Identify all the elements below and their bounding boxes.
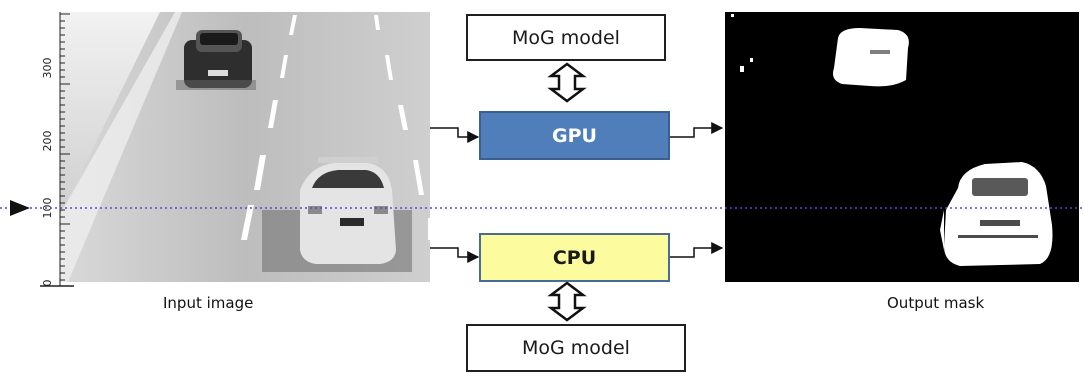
tick-label-100: 100 xyxy=(41,198,54,219)
car-top xyxy=(176,30,256,90)
cpu-block: CPU xyxy=(479,233,670,282)
arrow-input-to-gpu xyxy=(430,127,480,143)
double-arrow-bottom-icon xyxy=(547,281,587,322)
input-image-caption: Input image xyxy=(163,294,254,312)
tick-label-0: 0 xyxy=(41,280,54,287)
mog-model-bottom-box: MoG model xyxy=(466,324,686,372)
gpu-block: GPU xyxy=(479,111,670,160)
arrow-input-to-cpu xyxy=(430,247,480,263)
input-image xyxy=(40,12,430,287)
output-mask-caption: Output mask xyxy=(887,294,985,312)
car-bottom xyxy=(262,157,412,272)
scanline-marker-icon xyxy=(10,200,30,216)
output-mask xyxy=(725,12,1079,282)
arrow-cpu-to-output xyxy=(670,242,724,258)
image-y-axis xyxy=(40,12,74,287)
arrow-gpu-to-output xyxy=(670,122,724,138)
double-arrow-top-icon xyxy=(547,62,587,103)
tick-label-200: 200 xyxy=(41,131,54,152)
tick-label-300: 300 xyxy=(41,58,54,79)
mog-model-top-box: MoG model xyxy=(466,14,666,61)
